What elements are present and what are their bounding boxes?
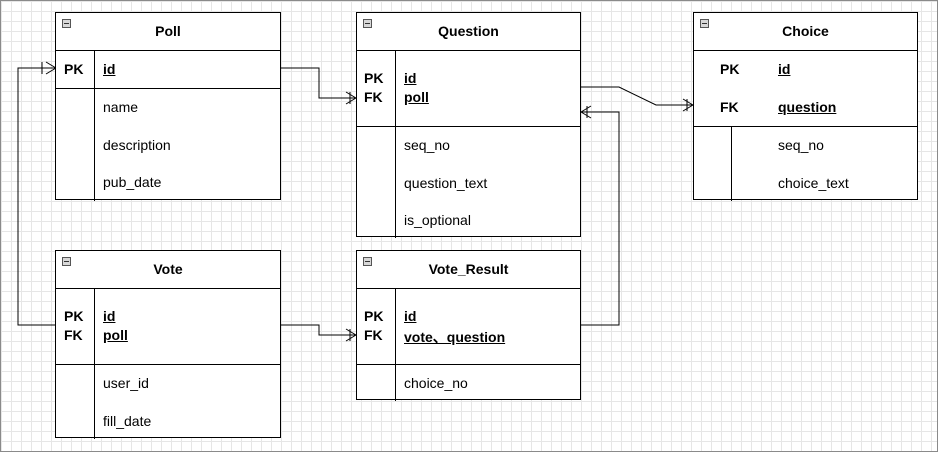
key-field-id: id <box>404 308 417 324</box>
collapse-icon[interactable] <box>62 19 71 28</box>
key-field-id: id <box>778 61 791 77</box>
key-section: PK FK id vote、question <box>357 289 580 365</box>
collapse-icon[interactable] <box>700 19 709 28</box>
entity-choice[interactable]: Choice PK FK id question seq_no choice_t… <box>693 12 918 201</box>
key-field-id: id <box>103 61 116 77</box>
attribute-question-text: question_text <box>404 175 488 191</box>
key-section: PK FK id poll <box>56 289 280 365</box>
attribute-seq-no: seq_no <box>778 137 824 153</box>
key-field-vote-question: vote、question <box>404 329 506 345</box>
entity-header: Question <box>357 13 580 51</box>
entity-header: Poll <box>56 13 280 51</box>
entity-header: Vote_Result <box>357 251 580 289</box>
entity-title: Vote_Result <box>428 261 509 277</box>
link-poll-vote <box>17 67 56 326</box>
pk-label: PK <box>364 308 384 324</box>
attribute-seq-no: seq_no <box>404 137 450 153</box>
attribute-fill-date: fill_date <box>103 413 152 429</box>
attribute-pub-date: pub_date <box>103 174 162 190</box>
attribute-section: name description pub_date <box>56 89 280 201</box>
fk-label: FK <box>364 89 383 105</box>
collapse-icon[interactable] <box>62 257 71 266</box>
collapse-icon[interactable] <box>363 257 372 266</box>
fk-label: FK <box>364 327 383 343</box>
link-vote-voteresult <box>281 324 356 336</box>
entity-vote[interactable]: Vote PK FK id poll user_id fill_date <box>55 250 281 439</box>
pk-label: PK <box>64 61 84 77</box>
attribute-section: seq_no question_text is_optional <box>357 127 580 238</box>
pk-label: PK <box>720 61 740 77</box>
attribute-user-id: user_id <box>103 375 149 391</box>
attribute-name: name <box>103 99 139 115</box>
attribute-choice-text: choice_text <box>778 175 849 191</box>
key-field-question: question <box>778 99 837 115</box>
entity-title: Vote <box>153 261 183 277</box>
key-section: PK FK id question <box>694 51 917 127</box>
attribute-description: description <box>103 137 171 153</box>
entity-vote-result[interactable]: Vote_Result PK FK id vote、question choic… <box>356 250 581 401</box>
attribute-is-optional: is_optional <box>404 212 471 228</box>
key-field-id: id <box>103 308 116 324</box>
collapse-icon[interactable] <box>363 19 372 28</box>
key-section: PK id <box>56 51 280 89</box>
attribute-section: choice_no <box>357 365 580 401</box>
entity-header: Choice <box>694 13 917 51</box>
entity-title: Question <box>438 23 499 39</box>
key-section: PK FK id poll <box>357 51 580 127</box>
attribute-section: seq_no choice_text <box>694 127 917 201</box>
key-field-poll: poll <box>404 89 429 105</box>
entity-poll[interactable]: Poll PK id name description pub_date <box>55 12 281 201</box>
entity-question[interactable]: Question PK FK id poll seq_no question_t… <box>356 12 581 238</box>
entity-title: Choice <box>782 23 829 39</box>
pk-label: PK <box>64 308 84 324</box>
attribute-choice-no: choice_no <box>404 375 468 391</box>
key-field-id: id <box>404 70 417 86</box>
attribute-section: user_id fill_date <box>56 365 280 439</box>
key-field-poll: poll <box>103 327 128 343</box>
link-question-voteresult <box>581 111 620 326</box>
link-poll-question <box>281 67 356 99</box>
link-question-choice <box>581 86 693 106</box>
fk-label: FK <box>720 99 739 115</box>
pk-label: PK <box>364 70 384 86</box>
entity-header: Vote <box>56 251 280 289</box>
fk-label: FK <box>64 327 83 343</box>
entity-title: Poll <box>155 23 181 39</box>
